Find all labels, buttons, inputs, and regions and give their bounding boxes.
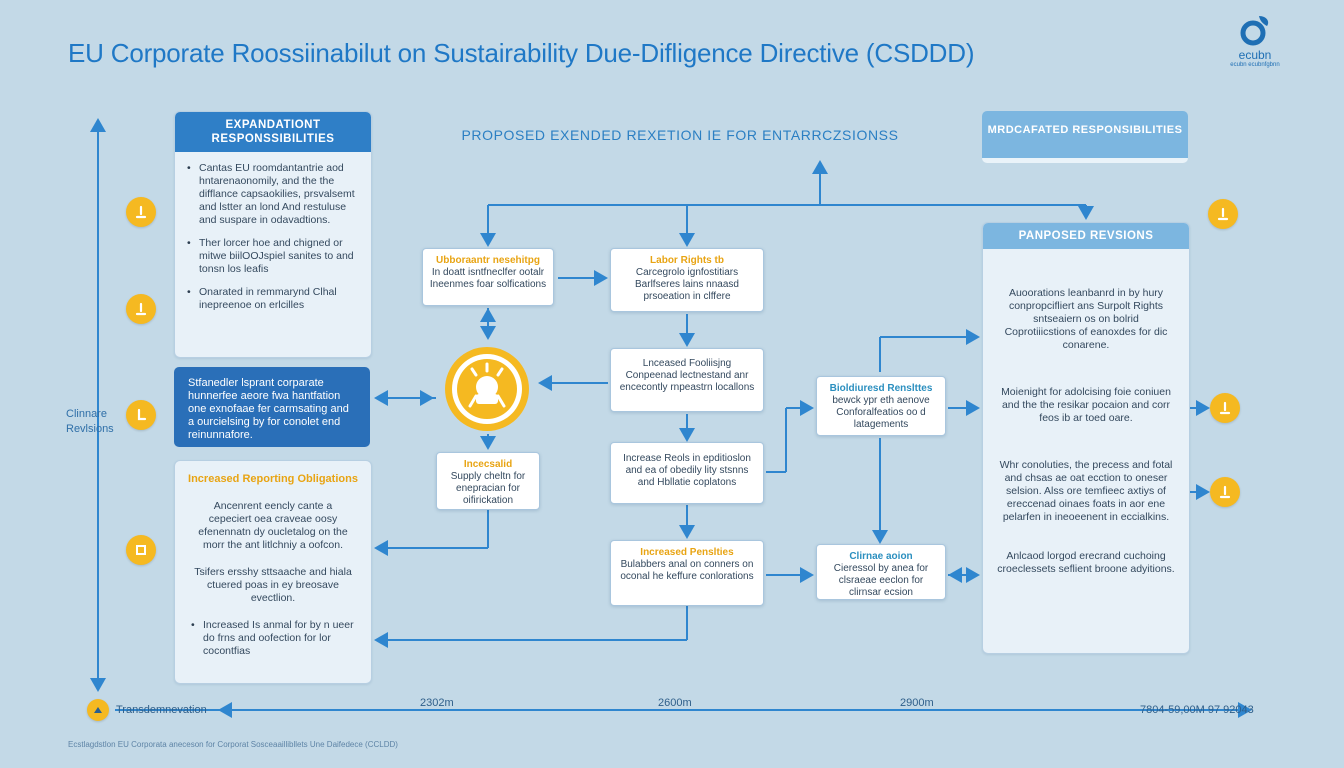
reporting-item: Ancenrent eencly cante a cepeciert oea c… <box>198 500 348 551</box>
warning-badge-icon <box>1208 199 1238 229</box>
node-increased-reporting[interactable]: Increase Reols in epditioslon and ea of … <box>610 442 764 504</box>
timeline-tick: 2600m <box>658 697 692 709</box>
timeline-end-label: 7804-59,00M 97 92043 <box>1140 704 1254 716</box>
logo-tagline: ecubn ecubnfgbnn <box>1230 62 1280 68</box>
node-title: Ubboraantr nesehitpg <box>436 255 540 266</box>
node-supply-chain[interactable]: Incecsalid Supply cheltn for enepracian … <box>436 452 540 510</box>
revision-item: Whr conoluties, the precess and fotal an… <box>999 459 1173 523</box>
proposed-revisions-panel: PANPOSED REVSIONS Auoorations leanbanrd … <box>982 222 1190 654</box>
node-enhanced-responsibility[interactable]: Ubboraantr nesehitpg In doatt isntfneclf… <box>422 248 554 306</box>
revision-item: Auoorations leanbanrd in by hury conprop… <box>1004 287 1168 351</box>
node-title: Increased Penslties <box>640 547 734 558</box>
node-text: In doatt isntfneclfer ootalr Ineenmes fo… <box>429 267 547 290</box>
timeline-start-icon <box>87 699 109 721</box>
revision-item: Anlcaod lorgod erecrand cuchoing croecle… <box>997 550 1175 575</box>
node-text: Lnceased Fooliisjng Conpeenad lectnestan… <box>619 358 755 393</box>
footer-caption: Ecstlagdstlon EU Corporata aneceson for … <box>68 740 398 749</box>
expanded-bullet: Onarated in remmarynd Clhal inepreenoe o… <box>187 286 359 312</box>
warning-badge-icon <box>126 294 156 324</box>
leaf-logo-icon <box>1240 16 1269 46</box>
node-increased-positioning[interactable]: Lnceased Fooliisjng Conpeenad lectnestan… <box>610 348 764 412</box>
logo-word: ecubn <box>1238 48 1272 62</box>
left-axis-label: Clinnare Revlsions <box>66 408 114 435</box>
node-increased-penalties[interactable]: Increased Penslties Bulabbers anal on co… <box>610 540 764 606</box>
timeline-tick: 2302m <box>420 697 454 709</box>
mandated-responsibilities-header: MRDCAFATED RESPONSIBILITIES <box>982 111 1188 163</box>
node-text: Supply cheltn for enepracian for oifiric… <box>450 471 526 506</box>
node-text: Carcegrolo ignfostitiars Barlfseres lain… <box>635 267 739 302</box>
reporting-obligations-panel: Increased Reporting Obligations Ancenren… <box>174 460 372 684</box>
timeline-start-label: Transdemnevation <box>116 704 207 716</box>
node-labor-rights[interactable]: Labor Rights tb Carcegrolo ignfostitiars… <box>610 248 764 312</box>
document-badge-icon <box>126 535 156 565</box>
node-biodiversity[interactable]: Bioldiuresd Renslttes bewck ypr eth aeno… <box>816 376 946 436</box>
node-climate-action[interactable]: Clirnae aoion Cieressol by anea for clsr… <box>816 544 946 600</box>
expanded-responsibilities-panel: EXPANDATIONT RESPONSSIBILITIES Cantas EU… <box>174 111 372 358</box>
node-title: Labor Rights tb <box>650 255 724 266</box>
reporting-item: Tsifers ersshy sttsaache and hiala ctuer… <box>194 566 352 604</box>
reporting-item: Increased Is anmal for by n ueer do frns… <box>191 619 355 658</box>
node-title: Bioldiuresd Renslttes <box>829 383 933 394</box>
node-title: Incecsalid <box>463 459 513 470</box>
brand-logo: ecubn ecubn ecubnfgbnn <box>1222 14 1288 68</box>
diagram-subtitle: PROPOSED EXENDED REXETION IE FOR ENTARRC… <box>461 127 899 143</box>
page-title: EU Corporate Roossiinabilut on Sustairab… <box>68 38 975 68</box>
node-text: Increase Reols in epditioslon and ea of … <box>623 453 751 488</box>
sun-globe-icon <box>442 344 532 434</box>
node-title: Clirnae aoion <box>849 551 913 562</box>
node-text: Cieressol by anea for clsraeae eeclon fo… <box>833 563 929 598</box>
expanded-bullet: Ther lorcer hoe and chigned or mitwe bii… <box>187 237 359 276</box>
reporting-obligations-header: Increased Reporting Obligations <box>188 473 358 485</box>
revision-item: Moienight for adolcising foie coniuen an… <box>1001 386 1171 424</box>
timeline-tick: 2900m <box>900 697 934 709</box>
proposed-revisions-header: PANPOSED REVSIONS <box>983 223 1189 249</box>
expanded-bullet: Cantas EU roomdantantrie aod hntarenaono… <box>187 162 359 227</box>
expanded-responsibilities-header: EXPANDATIONT RESPONSSIBILITIES <box>175 112 371 152</box>
warning-badge-icon <box>126 197 156 227</box>
highlight-box: Stfanedler lsprant corparate hunnerfee a… <box>174 367 370 447</box>
warning-badge-icon <box>126 400 156 430</box>
node-text: bewck ypr eth aenove Conforalfeatios oo … <box>832 395 930 430</box>
warning-badge-icon <box>1210 477 1240 507</box>
warning-badge-icon <box>1210 393 1240 423</box>
node-text: Bulabbers anal on conners on oconal he k… <box>620 559 754 582</box>
